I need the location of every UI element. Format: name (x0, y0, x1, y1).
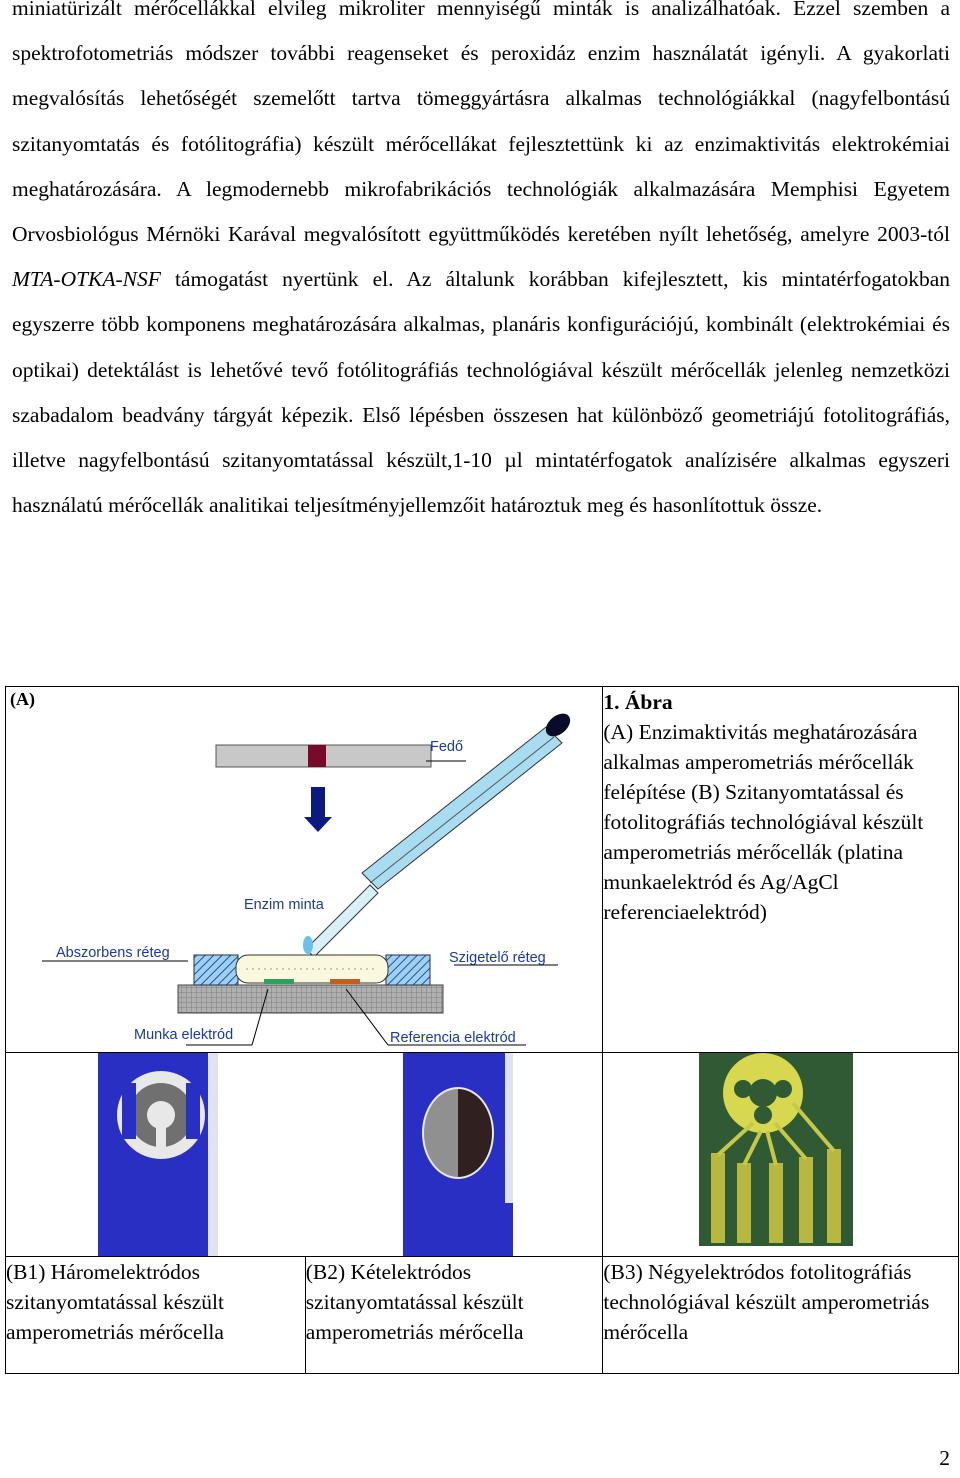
grant-name: MTA-OTKA-NSF (12, 267, 161, 292)
photo-b3-image (603, 1053, 956, 1256)
label-enzim-minta: Enzim minta (244, 897, 325, 913)
body-paragraph: miniatürizált mérőcellákkal elvileg mikr… (12, 0, 950, 528)
label-abszorbens: Abszorbens réteg (56, 945, 170, 961)
pipette-tip (305, 884, 379, 958)
cover-hole (308, 745, 326, 767)
pipette-body (361, 726, 563, 890)
panel-a-label: (A) (10, 689, 35, 709)
label-fedo: Fedő (430, 739, 463, 755)
label-szigetelo: Szigetelő réteg (449, 950, 546, 966)
paragraph-text-1: miniatürizált mérőcellákkal elvileg mikr… (12, 0, 950, 247)
panel-a: (A) (4, 686, 604, 1053)
figure-caption: 1. Ábra (A) Enzimaktivitás meghatározásá… (602, 686, 959, 1053)
arrow-head (304, 817, 332, 832)
pipette-bulb (545, 713, 571, 737)
photo-b1-image (6, 1053, 306, 1256)
label-referencia: Referencia elektród (390, 1030, 516, 1046)
page-number: 2 (939, 1446, 950, 1470)
substrate (177, 984, 444, 1014)
photo-b2 (305, 1052, 604, 1257)
cell-schematic: Fedő Enzim minta Abszorbens réteg Sziget… (42, 713, 571, 1046)
caption-body: (A) Enzimaktivitás meghatározására alkal… (603, 720, 924, 924)
caption-b2: (B2) Kételektródos szitanyomtatással kés… (304, 1256, 604, 1374)
caption-b1: (B1) Háromelektródos szitanyomtatással k… (5, 1256, 306, 1374)
electrode-ref (330, 979, 360, 984)
caption-title: 1. Ábra (603, 690, 673, 714)
insulator-right (385, 954, 431, 986)
caption-b3: (B3) Négyelektródos fotolitográfiás tech… (602, 1256, 959, 1374)
arrow-shaft (311, 787, 325, 817)
paragraph-text-2: támogatást nyertünk el. Az általunk korá… (12, 267, 950, 518)
enzyme-drop (303, 936, 313, 954)
label-munka: Munka elektród (134, 1027, 233, 1043)
photo-b1 (5, 1052, 306, 1257)
photo-b3 (602, 1052, 959, 1257)
photo-b2-image (305, 1053, 600, 1256)
insulator-left (193, 954, 239, 986)
figure-table: (A) (4, 686, 959, 1374)
electrode-work (264, 979, 294, 984)
